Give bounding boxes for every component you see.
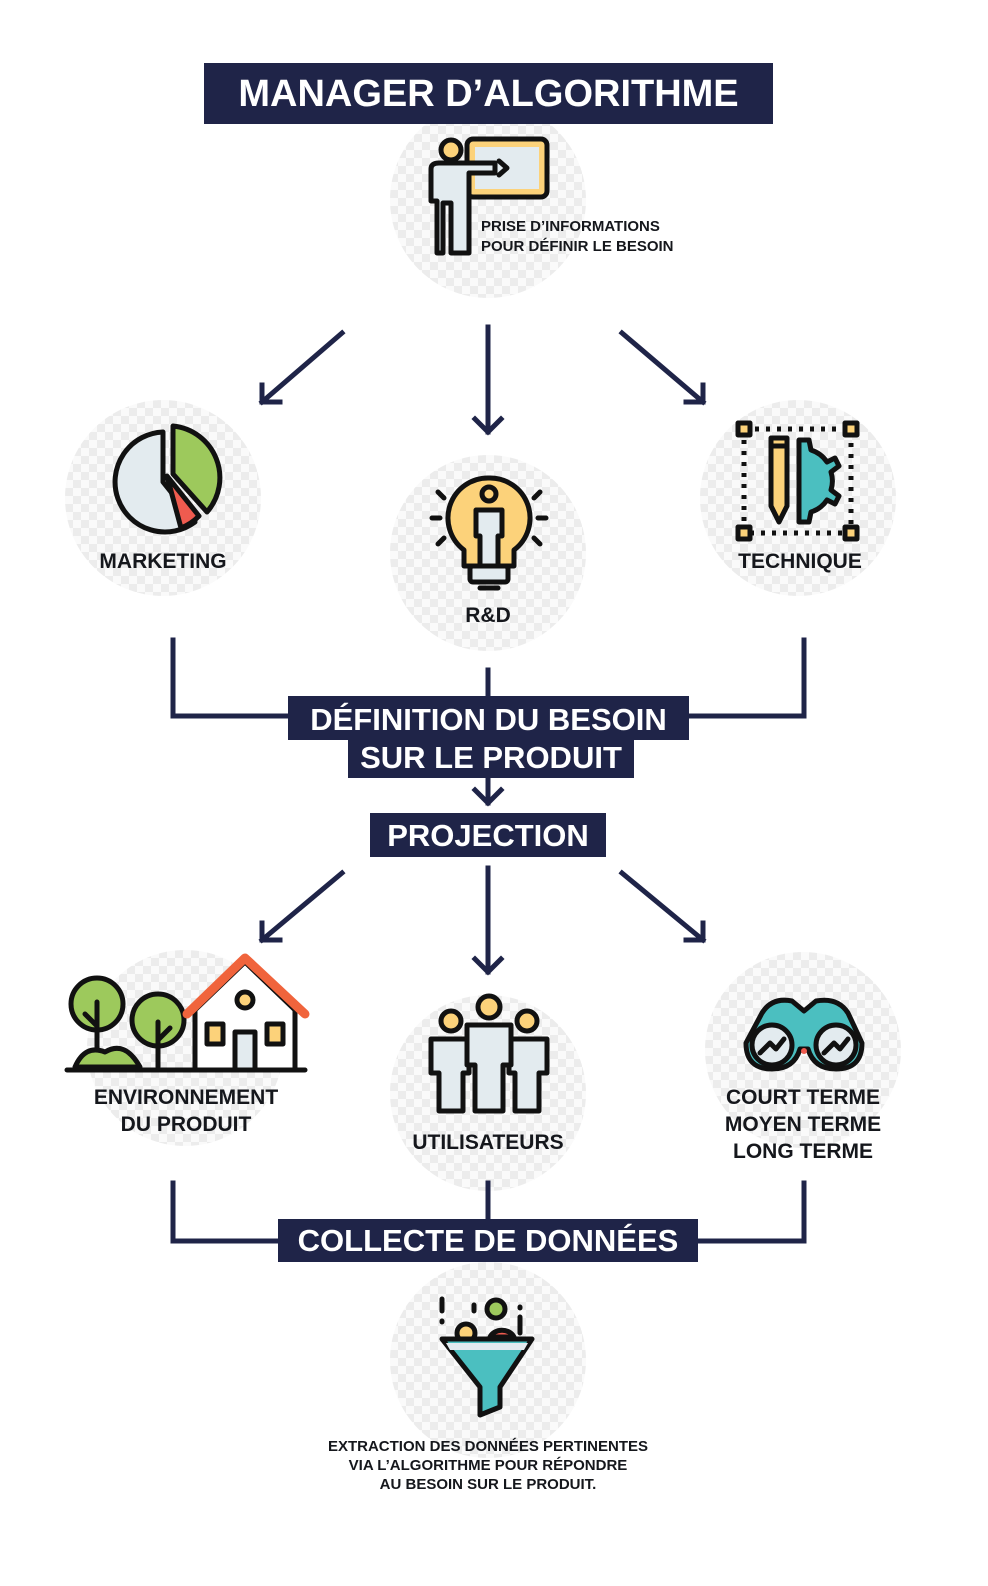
- arrow-to-rd: [471, 324, 505, 436]
- branch-marketing-label: MARKETING: [99, 550, 227, 573]
- connector-marketing: [170, 637, 293, 719]
- arrow-to-environment: [258, 869, 346, 944]
- bg-circle-users: [390, 995, 586, 1191]
- branch-environment-line1: ENVIRONNEMENT: [93, 1086, 279, 1109]
- lightbulb-person-icon: [429, 475, 549, 591]
- branch-environment-line2: DU PRODUIT: [120, 1113, 252, 1136]
- arrow-to-users: [471, 865, 505, 976]
- bg-circle-technique: [700, 400, 896, 596]
- main-title: MANAGER D’ALGORITHME: [204, 63, 773, 124]
- definition-line1: DÉFINITION DU BESOIN: [288, 696, 689, 740]
- connector-technique: [685, 637, 807, 719]
- pie-chart-icon: [112, 423, 223, 535]
- definition-line2: SUR LE PRODUIT: [348, 738, 634, 778]
- branch-terms-line2: MOYEN TERME: [724, 1113, 882, 1136]
- connector-environment: [170, 1180, 283, 1244]
- bottom-step-line2: VIA L’ALGORITHME POUR RÉPONDRE: [348, 1457, 628, 1474]
- arrow-to-marketing: [258, 329, 346, 406]
- house-trees-icon: [64, 953, 310, 1073]
- branch-terms-line1: COURT TERME: [726, 1086, 880, 1109]
- projection-box: PROJECTION: [370, 813, 606, 857]
- branch-rd-label: R&D: [465, 604, 511, 627]
- bg-circle-terms: [705, 952, 901, 1148]
- binoculars-icon: [743, 997, 865, 1072]
- presenter-board-icon: [428, 136, 550, 256]
- arrow-to-technique: [618, 329, 707, 406]
- top-step-line2: POUR DÉFINIR LE BESOIN: [481, 238, 674, 255]
- connector-terms: [695, 1180, 807, 1244]
- people-group-icon: [428, 993, 550, 1114]
- branch-terms-line3: LONG TERME: [733, 1140, 873, 1163]
- top-step-line1: PRISE D’INFORMATIONS: [481, 218, 660, 235]
- bg-circle-top: [390, 102, 586, 298]
- funnel-icon: [439, 1296, 535, 1418]
- pencil-gear-icon: [735, 420, 860, 542]
- bottom-step-line1: EXTRACTION DES DONNÉES PERTINENTES: [327, 1438, 649, 1455]
- branch-users-label: UTILISATEURS: [412, 1131, 564, 1154]
- arrow-to-projection: [471, 775, 505, 807]
- bottom-step-line3: AU BESOIN SUR LE PRODUIT.: [379, 1476, 597, 1493]
- arrow-to-terms: [618, 869, 707, 944]
- collecte-box: COLLECTE DE DONNÉES: [278, 1219, 698, 1262]
- branch-technique-label: TECHNIQUE: [738, 550, 862, 573]
